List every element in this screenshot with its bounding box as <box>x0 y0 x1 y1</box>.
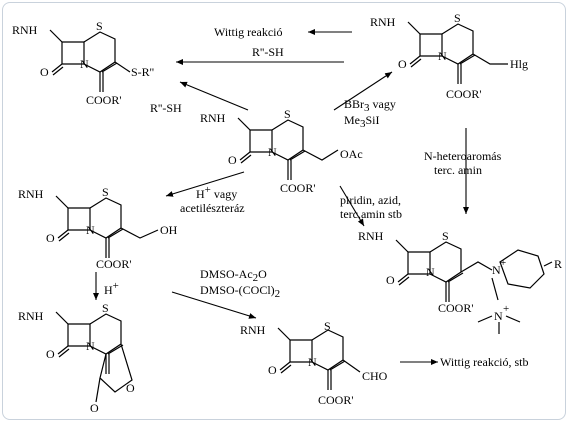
nitrogen-label: N <box>268 145 277 159</box>
pyridinium-nitrogen-label: N <box>492 263 501 277</box>
ester-label: COOR' <box>446 87 482 101</box>
thiol-label-top: R''-SH <box>252 45 284 59</box>
molecule-halide: RNH S N O COOR' Hlg <box>370 11 528 101</box>
me3sil-label: Me3SiI <box>344 113 380 130</box>
diagram-frame <box>2 2 566 420</box>
reaction-arrow-icon <box>165 171 245 197</box>
reaction-arrow-icon <box>171 291 257 319</box>
substituent-r-label: R <box>554 257 562 271</box>
oxygen-label: O <box>40 65 49 79</box>
nitrogen-label: N <box>308 355 317 369</box>
molecule-pyridinium: RNH S N O COOR' N + R N + <box>358 229 562 334</box>
oxygen-label: O <box>386 273 395 287</box>
ester-label: COOR' <box>438 301 474 315</box>
ester-label: COOR' <box>86 93 122 107</box>
oxygen-label: O <box>228 153 237 167</box>
sulfur-label: S <box>102 301 109 315</box>
rnh-label: RNH <box>240 323 266 337</box>
rnh-label: RNH <box>12 23 38 37</box>
wittig-label-bottom: Wittig reakció, stb <box>440 355 529 369</box>
aldehyde-label: CHO <box>362 369 388 383</box>
oxygen-label: O <box>46 347 55 361</box>
acid-label: H+ vagy <box>196 184 237 201</box>
reaction-arrow-icon <box>339 185 365 227</box>
sulfur-label: S <box>96 19 103 33</box>
molecule-lactone: RNH S N O O O <box>18 301 135 415</box>
esterase-label: acetilészteráz <box>180 201 245 215</box>
nitrogen-label: N <box>426 265 435 279</box>
thiol-label-left: R''-SH <box>150 101 182 115</box>
lactone-oxygen-label: O <box>126 381 135 395</box>
ammonium-nitrogen-label: N <box>494 309 503 323</box>
ester-label: COOR' <box>280 181 316 195</box>
halogen-label: Hlg <box>510 57 528 71</box>
molecule-thioether: RNH S N O COOR' S-R'' <box>12 19 154 107</box>
rnh-label: RNH <box>18 309 44 323</box>
nitrogen-label: N <box>438 49 447 63</box>
sulfur-label: S <box>284 107 291 121</box>
hydroxy-label: OH <box>160 223 178 237</box>
bbr-label: BBr3 vagy <box>344 97 396 114</box>
reaction-arrow-icon <box>179 81 249 111</box>
nitrogen-label: N <box>80 57 89 71</box>
heteroaromatic-label-2: terc. amin <box>434 163 482 177</box>
rnh-label: RNH <box>358 229 384 243</box>
molecule-hydroxy: RNH S N O COOR' OH <box>18 185 178 271</box>
charge-plus-label: + <box>500 257 506 269</box>
wittig-label-top: Wittig reakció <box>214 25 283 39</box>
ester-label: COOR' <box>318 393 354 407</box>
oxygen-label: O <box>46 231 55 245</box>
dmso-ac2o-label: DMSO-Ac2O <box>200 267 267 284</box>
reaction-arrow-icon <box>333 71 393 111</box>
sulfur-label: S <box>102 185 109 199</box>
molecule-acetoxy-center: RNH S N O COOR' OAc <box>200 107 363 195</box>
sulfur-label: S <box>324 319 331 333</box>
sulfur-label: S <box>442 229 449 243</box>
heteroaromatic-label-1: N-heteroaromás <box>424 149 502 163</box>
molecule-aldehyde: RNH S N O COOR' CHO <box>240 319 388 407</box>
carbonyl-oxygen-label: O <box>90 401 99 415</box>
sulfur-label: S <box>454 11 461 25</box>
rnh-label: RNH <box>200 111 226 125</box>
acid-down-label: H+ <box>104 280 119 297</box>
rnh-label: RNH <box>18 187 44 201</box>
thioether-label: S-R'' <box>131 65 154 79</box>
oxygen-label: O <box>398 57 407 71</box>
nitrogen-label: N <box>86 223 95 237</box>
pyridine-label-2: terc.amin stb <box>340 207 402 221</box>
dmso-oxalyl-label: DMSO-(COCl)2 <box>200 283 280 300</box>
oxygen-label: O <box>268 363 277 377</box>
rnh-label: RNH <box>370 15 396 29</box>
pyridine-label-1: piridin, azid, <box>340 193 401 207</box>
nitrogen-label: N <box>86 339 95 353</box>
acetoxy-label: OAc <box>340 147 363 161</box>
ammonium-plus-label: + <box>503 303 509 315</box>
ester-label: COOR' <box>96 257 132 271</box>
